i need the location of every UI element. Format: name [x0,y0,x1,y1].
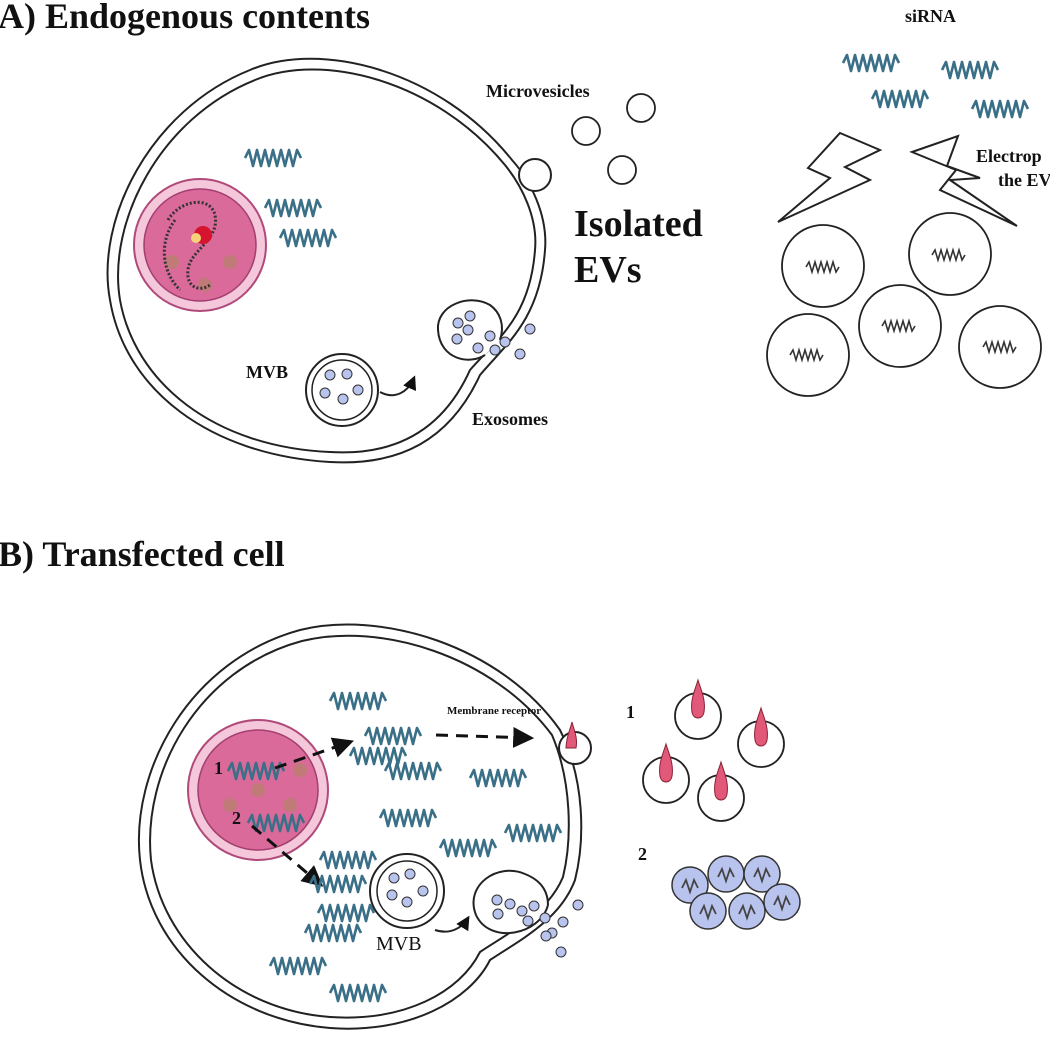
sirna-label: siRNA [905,6,956,26]
rna-exosome [728,892,766,930]
panel-b-title: B) Transfected cell [0,534,285,574]
exosome-pocket-a [436,299,536,361]
electroporation-label-line1: Electrop [976,146,1042,166]
receptor-vesicles [642,678,785,822]
loaded-ev [781,224,865,308]
electroporation-bolts [777,131,1018,227]
rna-exosome [743,855,781,893]
mvb-b-label: MVB [376,933,422,955]
result-2-label: 2 [638,844,647,864]
receptor-vesicle [642,742,690,804]
receptor-vesicle [674,678,722,740]
exosome-pocket-b [472,869,584,958]
mvb-a-fusion-arrow [379,375,417,397]
pathway-arrows [251,726,535,887]
pathway-1-label: 1 [214,758,223,778]
loaded-evs [766,212,1042,397]
result-1-label: 1 [626,702,635,722]
loaded-ev [766,313,850,397]
microvesicles-label: Microvesicles [486,81,590,101]
electroporation-label-line2: the EV [998,170,1050,190]
mvb-a [305,353,379,427]
isolated-evs-label-line1: Isolated [574,203,703,245]
rna-loaded-exosomes [671,855,801,930]
rna-exosome [689,892,727,930]
loaded-ev [858,284,942,368]
membrane-receptor-label: Membrane receptor [447,705,541,717]
rna-exosome [671,866,709,904]
isolated-evs-label-line2: EVs [574,249,642,291]
mvb-b-fusion-arrow [434,915,470,933]
nucleus-b [187,719,329,861]
cell-a-membrane [106,57,547,464]
pathway-2-label: 2 [232,808,241,828]
released-microvesicles [571,93,656,185]
loaded-ev [958,305,1042,389]
membrane-receptor-bud [558,721,592,765]
receptor-vesicle [697,760,745,822]
sirna-strands [841,53,1030,119]
nucleus-a [133,178,267,312]
exosomes-label: Exosomes [472,409,548,429]
loaded-ev [908,212,992,296]
budding-microvesicle [518,158,552,192]
panel-a-title: A) Endogenous contents [0,0,370,36]
mvb-a-label: MVB [246,362,288,382]
rna-exosome [707,855,745,893]
mvb-b [369,853,445,929]
rna-exosome [763,883,801,921]
receptor-vesicle [737,706,785,768]
cell-b-membrane [137,623,583,1030]
